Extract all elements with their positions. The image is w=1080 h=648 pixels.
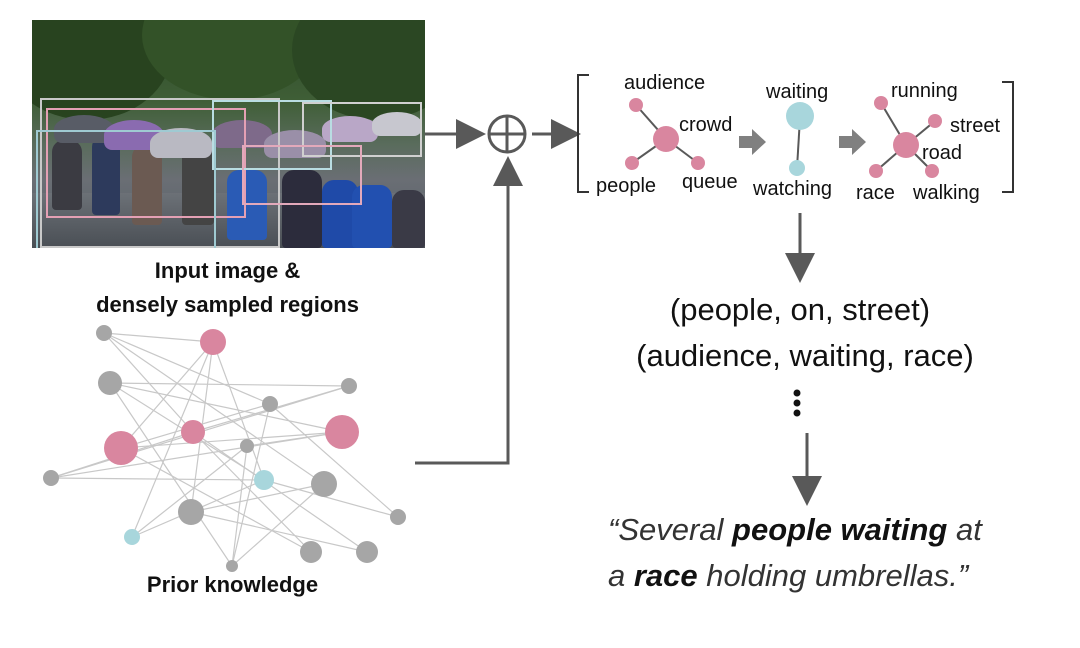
caption-sentence-line2: a race holding umbrellas.” (608, 558, 968, 594)
sentence-l2-open: a (608, 558, 634, 593)
input-caption-line1: Input image & (154, 258, 301, 283)
label-waiting: waiting (765, 81, 828, 103)
subgraph-crowd (625, 98, 705, 170)
prior-knowledge-graph (50, 332, 399, 567)
label-people: people (596, 175, 656, 197)
ellipsis-icon (793, 389, 801, 417)
label-race: race (856, 182, 895, 204)
sentence-l2-bold: race (633, 558, 698, 593)
input-image (32, 20, 425, 248)
prior-knowledge-nodes (43, 325, 406, 572)
down-arrows (785, 213, 822, 506)
label-crowd: crowd (679, 114, 732, 136)
subgraph-waiting (786, 102, 814, 176)
sentence-l1-bold: people waiting (732, 512, 948, 547)
sentence-l1-close: at (947, 512, 982, 547)
input-caption-line2: densely sampled regions (96, 292, 359, 317)
sentence-l1-open: “Several (608, 512, 733, 547)
tuple-audience-waiting-race: (audience, waiting, race) (636, 338, 974, 373)
label-watching: watching (752, 178, 832, 200)
prior-knowledge-caption: Prior knowledge (146, 572, 319, 597)
tuple-people-on-street: (people, on, street) (669, 292, 931, 327)
caption-sentence-line1: “Several people waiting at (608, 512, 982, 548)
subgraph-arrows (739, 129, 866, 155)
label-road: road (922, 142, 962, 164)
label-street: street (950, 115, 1000, 137)
sentence-l2-close: holding umbrellas.” (697, 558, 969, 593)
label-walking: walking (912, 182, 980, 204)
subgraph-race (869, 96, 942, 178)
label-running: running (891, 80, 958, 102)
oplus-symbol (487, 114, 527, 154)
fusion-arrows (415, 119, 581, 465)
label-audience: audience (624, 72, 705, 94)
scene-graph-bracket (577, 74, 1014, 193)
label-queue: queue (682, 171, 738, 193)
